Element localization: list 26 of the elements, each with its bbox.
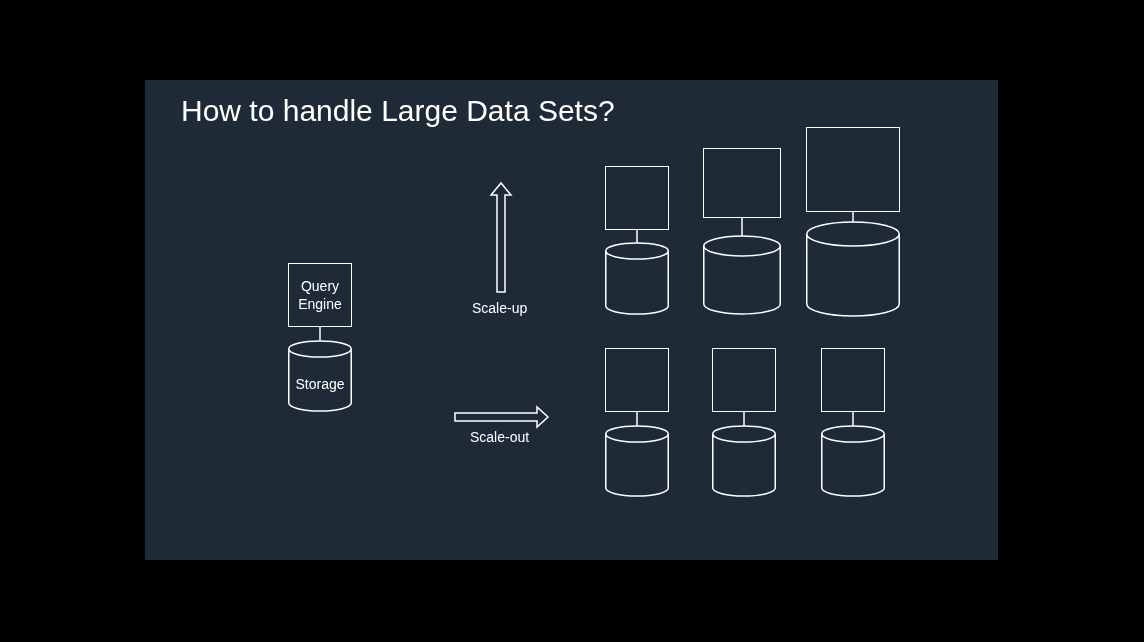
empty-cylinder	[605, 426, 669, 496]
process-box	[288, 263, 352, 327]
connector-line	[743, 411, 745, 427]
connector-line	[319, 326, 321, 342]
empty-box	[605, 348, 669, 412]
empty-box	[712, 348, 776, 412]
arrow-caption: Scale-out	[470, 429, 530, 445]
slide-title: How to handle Large Data Sets?	[181, 94, 615, 128]
connector-line	[636, 229, 638, 244]
empty-cylinder	[703, 236, 781, 314]
empty-box	[605, 166, 669, 230]
connector-line	[852, 211, 854, 223]
node-label: Storage	[295, 375, 345, 393]
empty-cylinder	[806, 222, 900, 316]
connector-line	[636, 411, 638, 427]
connector-line	[852, 411, 854, 427]
empty-box	[806, 127, 900, 212]
empty-box	[703, 148, 781, 218]
empty-cylinder	[605, 243, 669, 314]
node-label: Query Engine	[297, 277, 343, 313]
empty-cylinder	[712, 426, 776, 496]
arrow-caption: Scale-up	[472, 300, 528, 316]
storage-cylinder	[288, 341, 352, 411]
empty-box	[821, 348, 885, 412]
connector-line	[741, 217, 743, 237]
empty-cylinder	[821, 426, 885, 496]
